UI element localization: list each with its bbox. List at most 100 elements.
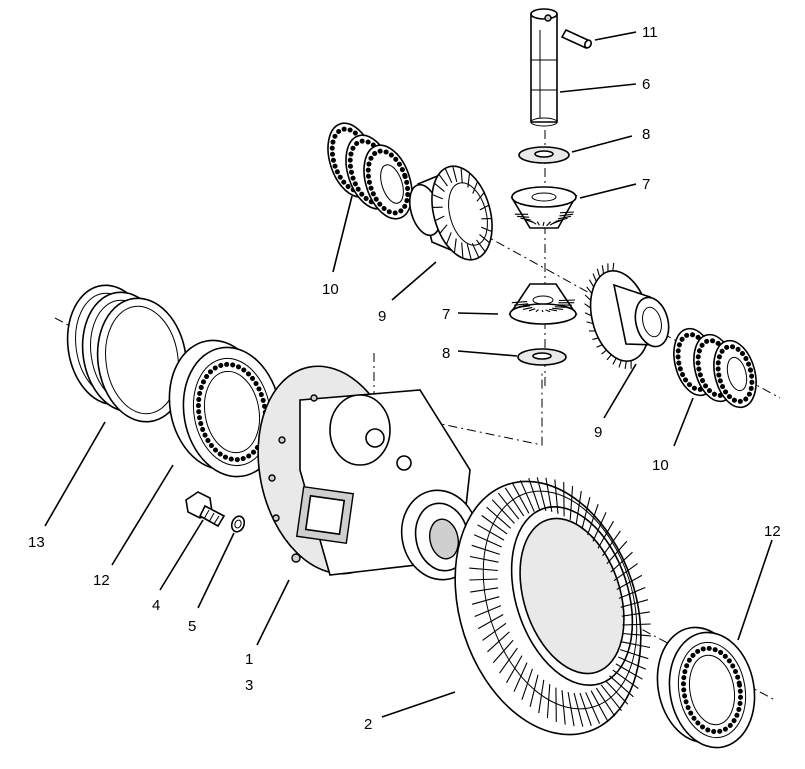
gear-tooth <box>474 605 502 618</box>
gear-tooth <box>621 641 651 649</box>
gear-tooth <box>612 357 617 365</box>
callout-5: 5 <box>188 618 196 635</box>
gear-tooth <box>476 192 485 202</box>
gear-tooth <box>477 614 504 630</box>
gear-tooth <box>584 312 592 317</box>
callout-2: 2 <box>364 716 372 733</box>
gear-tooth <box>535 309 539 313</box>
gear-tooth <box>513 662 528 692</box>
gear-tooth <box>481 515 508 535</box>
gear-tooth <box>559 211 575 214</box>
gear-tooth <box>504 487 525 517</box>
gear-tooth <box>471 596 500 605</box>
gear-tooth <box>470 587 499 593</box>
gear-tooth <box>612 262 615 271</box>
gear-tooth <box>592 512 607 542</box>
gear-tooth <box>431 193 444 200</box>
gear-tooth <box>573 692 584 727</box>
gear-tooth <box>452 166 458 183</box>
gear-tooth <box>558 299 576 302</box>
gear-tooth <box>596 344 603 348</box>
leader-lines <box>44 31 773 718</box>
gear-tooth <box>620 649 649 660</box>
gear-tooth <box>499 647 518 674</box>
gear-tooth <box>473 534 502 548</box>
gear-tooth <box>497 492 520 520</box>
gear-tooth <box>615 663 643 680</box>
callout-7-lower: 7 <box>442 306 450 323</box>
gear-tooth <box>469 578 498 581</box>
gear-tooth <box>542 221 545 227</box>
gear-tooth <box>486 506 511 529</box>
gear-tooth <box>438 173 448 187</box>
gear-tooth <box>567 692 575 727</box>
gear-tooth <box>491 499 515 524</box>
gear-tooth <box>514 303 529 306</box>
gear-tooth <box>516 215 530 218</box>
gear-tooth <box>557 215 572 220</box>
gear-tooth <box>605 680 629 705</box>
gear-tooth <box>434 215 445 222</box>
gear-tooth <box>587 504 599 536</box>
gear-tooth <box>487 631 510 653</box>
gear-tooth <box>545 477 553 512</box>
gear-tooth <box>517 305 530 309</box>
gear-tooth <box>477 524 505 541</box>
gear-tooth <box>480 226 493 233</box>
gear-tooth <box>561 690 566 725</box>
callout-8-lower: 8 <box>442 345 450 362</box>
callout-12-right: 12 <box>764 523 781 540</box>
gear-tooth <box>466 243 472 260</box>
gear-tooth <box>590 690 608 721</box>
gear-tooth <box>586 286 593 294</box>
callout-10-upper: 10 <box>322 281 339 298</box>
part-12-bearing-left <box>168 339 282 478</box>
part-8-thrust-washer-lower <box>517 348 567 366</box>
gear-tooth <box>622 632 651 637</box>
part-10-clutch-discs-lower <box>673 327 757 409</box>
gear-tooth <box>460 167 463 184</box>
gear-tooth <box>581 496 591 530</box>
gear-tooth <box>506 655 523 684</box>
callout-7-upper: 7 <box>642 176 650 193</box>
callout-10-lower: 10 <box>652 457 669 474</box>
part-8-thrust-washer-upper <box>518 146 570 164</box>
gear-tooth <box>453 238 457 253</box>
part-12-bearing-right <box>656 626 756 749</box>
callout-6: 6 <box>642 76 650 93</box>
gear-tooth <box>471 544 500 555</box>
gear-tooth <box>549 220 558 226</box>
gear-tooth <box>612 669 639 689</box>
callout-9-upper: 9 <box>378 308 386 325</box>
gear-tooth <box>601 265 605 274</box>
callout-9-lower: 9 <box>594 424 602 441</box>
callout-1: 1 <box>245 651 253 668</box>
gear-tooth <box>559 213 574 217</box>
gear-tooth <box>595 687 616 717</box>
gear-tooth <box>569 485 574 520</box>
gear-tooth <box>461 242 464 259</box>
gear-tooth <box>522 306 533 310</box>
gear-tooth <box>600 684 623 712</box>
part-2-ring-gear <box>454 477 651 736</box>
part-9-side-gear-upper <box>408 165 493 261</box>
gear-tooth <box>511 301 528 304</box>
gear-tooth <box>597 520 614 549</box>
part-7-pinion-gear-lower <box>508 283 578 325</box>
gear-tooth <box>472 181 479 194</box>
callout-13: 13 <box>28 534 45 551</box>
gear-tooth <box>579 692 592 726</box>
gear-tooth <box>624 361 627 369</box>
gear-tooth <box>479 233 490 244</box>
gear-tooth <box>467 173 471 188</box>
part-10-clutch-discs-upper <box>327 122 413 220</box>
gear-tooth <box>602 530 621 557</box>
gear-tooth <box>546 221 552 227</box>
gear-tooth <box>536 221 540 226</box>
gear-tooth <box>528 478 541 512</box>
gear-tooth <box>482 622 507 641</box>
part-5-lock-washer <box>230 515 246 533</box>
gear-tooth <box>610 551 633 573</box>
gear-tooth <box>554 479 559 514</box>
gear-tooth <box>520 217 531 221</box>
